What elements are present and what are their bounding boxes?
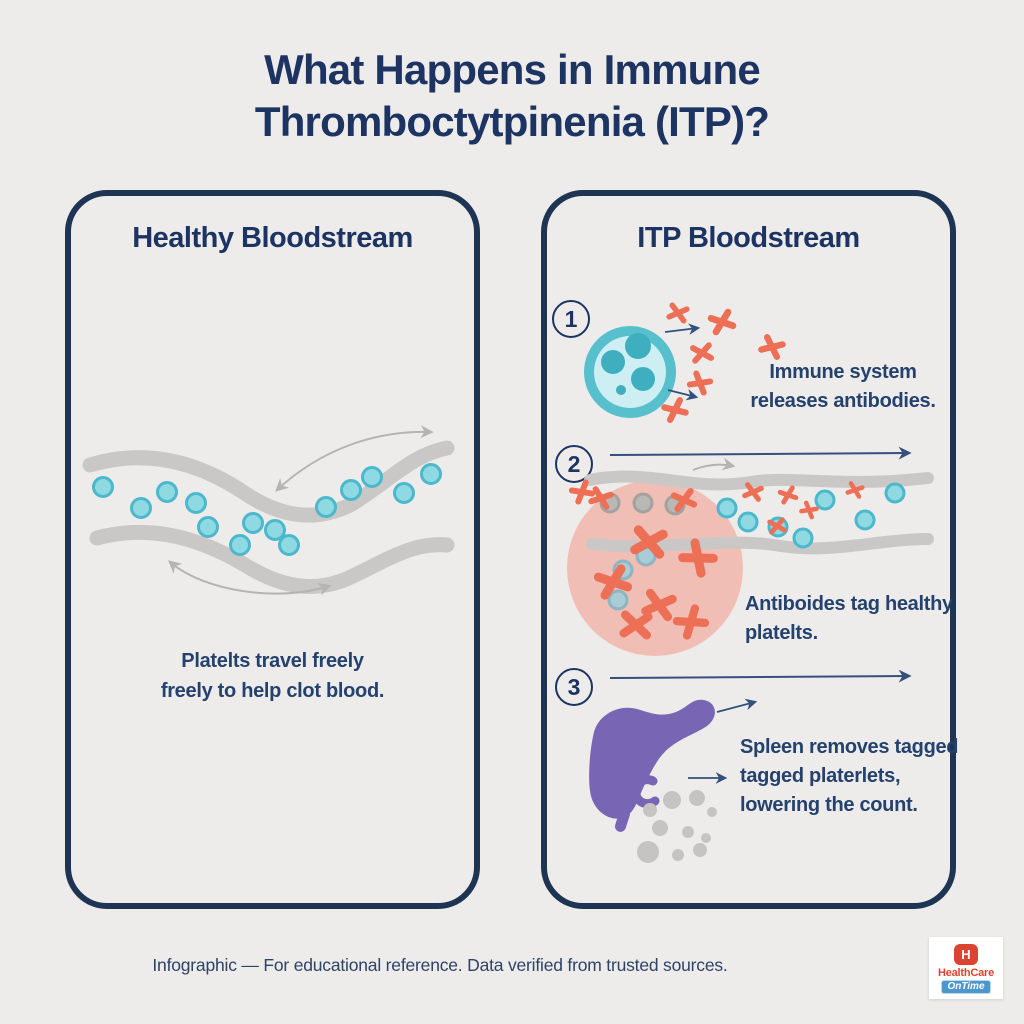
page-title: What Happens in Immune Thromboctytpineni… (0, 44, 1024, 148)
healthy-panel-heading: Healthy Bloodstream (132, 222, 413, 254)
footer-disclaimer: Infographic — For educational reference.… (152, 955, 728, 975)
healthy-panel: Healthy Bloodstream (65, 190, 480, 909)
healthy-caption-line-2: freely to help clot blood. (160, 680, 385, 702)
removed-platelet-debris (637, 790, 717, 863)
spleen-illustration (589, 669, 912, 863)
flow-arrow-icon (168, 560, 332, 596)
step-2-text-line-2: platelts. (745, 622, 818, 644)
flow-arrow-icon (692, 457, 736, 471)
vessel-wall-top (584, 470, 934, 491)
step-1-number: 1 (564, 305, 578, 332)
step-3-text-line-3: lowering the count. (740, 794, 918, 816)
step-3-text: Spleen removes tagged tagged platerlets,… (740, 733, 960, 820)
step-2-text-line-1: Antiboides tag healthy (745, 593, 953, 615)
step-3-badge: 3 (555, 668, 593, 706)
page-title-line-1: What Happens in Immune (264, 46, 761, 93)
logo-h-letter: H (961, 946, 971, 962)
step-2-badge: 2 (555, 445, 593, 483)
page-title-line-2: Thromboctytpinenia (ITP)? (254, 98, 770, 145)
logo-h-icon: H (954, 943, 978, 965)
step-1-text: Immune system releases antibodies. (737, 358, 949, 416)
step-1-badge: 1 (552, 300, 590, 338)
step-3-text-line-1: Spleen removes tagged (740, 736, 959, 758)
immune-cell-icon (584, 326, 676, 418)
tagging-zone-highlight (567, 480, 743, 656)
healthy-caption: Platelts travel freely freely to help cl… (71, 646, 474, 706)
step-3-direction-arrow (609, 669, 912, 683)
step-3-number: 3 (567, 673, 581, 700)
healthy-vessel-illustration (82, 425, 455, 596)
step-3-text-line-2: tagged platerlets, (740, 765, 901, 787)
step-2-number: 2 (567, 450, 581, 477)
immune-cell-illustration (584, 285, 826, 455)
healthcare-ontime-logo: H HealthCare OnTime (929, 937, 1003, 999)
itp-panel-heading: ITP Bloodstream (637, 222, 860, 254)
step-1-text-line-1: Immune system (769, 361, 917, 383)
tagged-platelets-illustration (567, 446, 934, 656)
step-2-text: Antiboides tag healthy platelts. (745, 590, 960, 648)
itp-panel: ITP Bloodstream 1 (541, 190, 959, 909)
healthy-caption-line-1: Platelts travel freely (181, 650, 364, 672)
flow-arrow-icon (275, 425, 434, 492)
logo-brand-name: HealthCare (937, 966, 995, 979)
step-1-text-line-2: releases antibodies. (750, 390, 936, 412)
logo-tagline: OnTime (942, 980, 990, 993)
step-2-direction-arrow (609, 446, 912, 460)
